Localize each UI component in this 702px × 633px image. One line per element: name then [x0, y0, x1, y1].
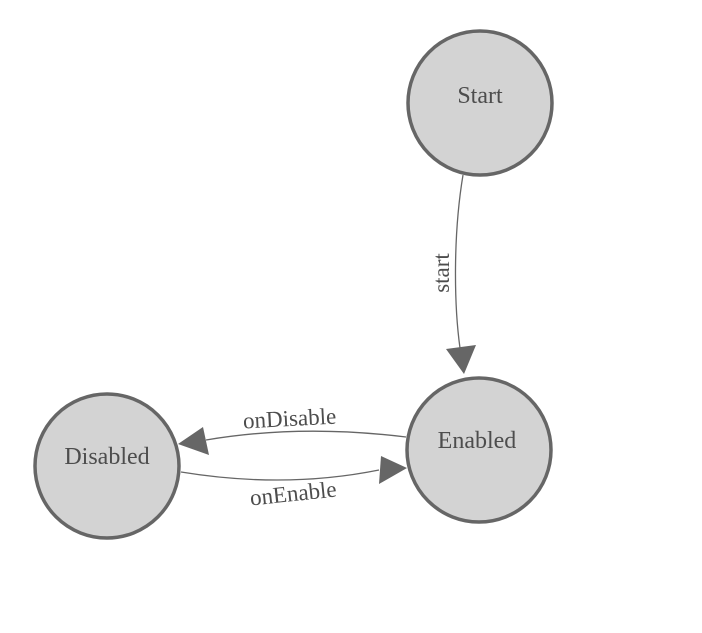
- state-label-disabled: Disabled: [64, 444, 149, 470]
- edge-line-ondisable: [205, 430, 407, 441]
- state-circle-enabled[interactable]: [405, 376, 553, 524]
- edge-line-onenable: [180, 469, 380, 481]
- state-label-enabled: Enabled: [438, 428, 517, 454]
- state-circle-start[interactable]: [406, 29, 554, 177]
- edge-label-onenable: onEnable: [249, 477, 338, 511]
- state-node-enabled[interactable]: Enabled: [405, 376, 553, 524]
- edge-disabled-to-enabled: onEnable: [180, 456, 407, 511]
- arrowhead-icon: [379, 456, 407, 484]
- edge-label-ondisable: onDisable: [242, 404, 336, 434]
- arrowhead-icon: [446, 345, 476, 374]
- arrowhead-icon: [178, 427, 209, 455]
- edge-start-to-enabled: start: [429, 174, 476, 374]
- state-label-start: Start: [457, 83, 503, 109]
- edge-label-start: start: [429, 253, 454, 293]
- edge-enabled-to-disabled: onDisable: [178, 404, 407, 455]
- state-circle-disabled[interactable]: [33, 392, 181, 540]
- state-node-disabled[interactable]: Disabled: [33, 392, 181, 540]
- state-node-start[interactable]: Start: [406, 29, 554, 177]
- edge-line-start: [454, 174, 464, 349]
